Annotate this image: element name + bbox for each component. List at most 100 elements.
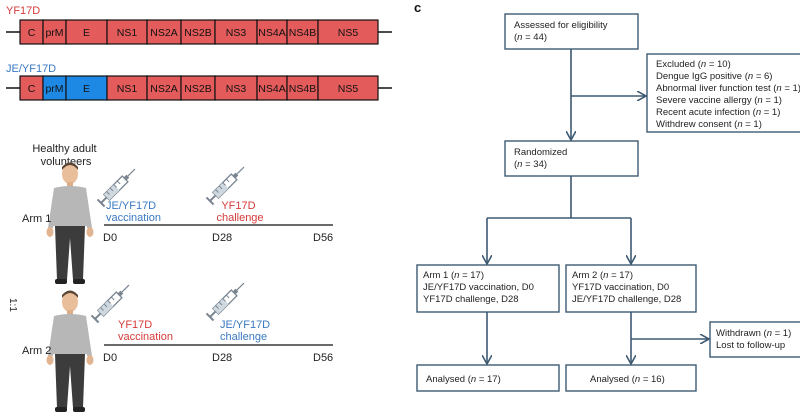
gene-segment-ns4a — [256, 75, 288, 101]
gene-segment-ns2b — [180, 19, 216, 45]
arm2-day-56: D56 — [313, 352, 333, 364]
arm1-box-text: Arm 1 (n = 17) JE/YF17D vaccination, D0 … — [423, 270, 537, 305]
je-yf17d-construct-label: JE/YF17D — [6, 63, 56, 75]
arm1-box-line-3: YF17D challenge, D28 — [423, 294, 519, 305]
gene-label-prm: prM — [45, 83, 63, 95]
gene-segment-ns2b — [180, 75, 216, 101]
gene-label-ns4a: NS4A — [258, 27, 285, 39]
arm1-title-pre: Arm 1 ( — [423, 270, 455, 281]
gene-label-ns4b: NS4B — [289, 27, 316, 39]
gene-segment-ns5 — [317, 75, 379, 101]
randomized-line-2-n: n — [517, 159, 522, 170]
ratio-label: 1:1 — [7, 298, 18, 312]
yf17d-construct-label: YF17D — [6, 5, 40, 17]
syringe-icon — [205, 162, 249, 206]
arm2-box-line-3: JE/YF17D challenge, D28 — [572, 294, 681, 305]
excluded-item: Severe vaccine allergy (n = 1) — [656, 95, 782, 106]
assessed-box — [504, 13, 639, 50]
excluded-item: Dengue IgG positive (n = 6) — [656, 71, 772, 82]
gene-segment-ns3 — [214, 19, 258, 45]
analysed-arm1-n: n — [471, 374, 476, 385]
analysed-arm2-post: = 16) — [640, 374, 665, 385]
syringe-icon — [90, 280, 134, 324]
arm2-challenge-line-1: JE/YF17D — [220, 319, 270, 331]
arm2-challenge-label: JE/YF17D challenge — [220, 319, 273, 343]
withdrawn-box — [709, 321, 800, 358]
gene-label-prm: prM — [45, 27, 63, 39]
randomized-text: Randomized (n = 34) — [514, 147, 570, 170]
randomized-line-2-pre: ( — [514, 159, 518, 170]
gene-label-ns4b: NS4B — [289, 83, 316, 95]
gene-label-ns2a: NS2A — [150, 27, 177, 39]
randomized-line-2-post: = 34) — [522, 159, 547, 170]
excluded-item: Excluded (n = 10) — [656, 59, 731, 70]
arm1-title-post: = 17) — [459, 270, 484, 281]
panel-c: c Assessed for eligibility (n = 44) Excl… — [414, 0, 800, 392]
arm2-box-text: Arm 2 (n = 17) YF17D vaccination, D0 JE/… — [572, 270, 681, 305]
assessed-text: Assessed for eligibility (n = 44) — [514, 20, 610, 43]
panel-letter-c: c — [414, 0, 421, 15]
gene-segment-ns4b — [286, 75, 319, 101]
arm2-box-line-2: YF17D vaccination, D0 — [572, 282, 669, 293]
gene-segment-ns2a — [146, 75, 182, 101]
arm1-challenge-line-1: YF17D — [221, 200, 255, 212]
gene-label-ns1: NS1 — [117, 27, 138, 39]
arm1-challenge-line-2: challenge — [216, 212, 263, 224]
excluded-box — [646, 53, 800, 133]
assessed-line-2-post: = 44) — [522, 32, 547, 43]
arm2-vaccination-line-1: YF17D — [118, 319, 152, 331]
assessed-line-2-n: n — [517, 32, 522, 43]
arm1-day-56: D56 — [313, 232, 333, 244]
arm2-title-pre: Arm 2 ( — [572, 270, 604, 281]
volunteers-label-line-2: volunteers — [41, 156, 92, 168]
arm1-box-line-2: JE/YF17D vaccination, D0 — [423, 282, 534, 293]
excluded-item: Recent acute infection (n = 1) — [656, 107, 780, 118]
arm2-title-n: n — [603, 270, 608, 281]
volunteer-figure-arm1 — [46, 162, 94, 284]
assessed-line-2-pre: ( — [514, 32, 518, 43]
arm1-box — [416, 264, 560, 313]
volunteers-label-line-1: Healthy adult — [32, 143, 96, 155]
arm1-vaccination-line-2: vaccination — [106, 212, 161, 224]
analysed-arm2-box — [565, 364, 697, 392]
gene-label-ns4a: NS4A — [258, 83, 285, 95]
arm1-title-n: n — [454, 270, 459, 281]
excluded-item: Withdrew consent (n = 1) — [656, 119, 762, 130]
gene-segment-ns1 — [106, 19, 148, 45]
gene-segment-ns3 — [214, 75, 258, 101]
gene-label-c: C — [28, 27, 36, 39]
syringe-icon — [205, 278, 249, 322]
arm1-vaccination-line-1: JE/YF17D — [106, 200, 156, 212]
excluded-list: Excluded (n = 10)Dengue IgG positive (n … — [656, 59, 800, 130]
gene-segment-ns2a — [146, 19, 182, 45]
arm1-challenge-label: YF17D challenge — [216, 200, 263, 224]
assessed-line-1: Assessed for eligibility — [514, 20, 608, 31]
randomized-line-1: Randomized — [514, 147, 567, 158]
gene-segment-ns5 — [317, 19, 379, 45]
arm1-vaccination-label: JE/YF17D vaccination — [106, 200, 161, 224]
gene-label-ns3: NS3 — [226, 27, 247, 39]
analysed-arm2-text: Analysed (n = 16) — [590, 374, 665, 385]
withdrawn-line-1-post: = 1) — [772, 328, 791, 339]
gene-label-ns5: NS5 — [338, 27, 359, 39]
gene-label-ns2b: NS2B — [184, 27, 211, 39]
analysed-arm2-n: n — [635, 374, 640, 385]
arm2-label: Arm 2 — [22, 345, 51, 357]
arm2-vaccination-label: YF17D vaccination — [118, 319, 173, 343]
excluded-item: Abnormal liver function test (n = 1) — [656, 83, 800, 94]
volunteers-label: Healthy adult volunteers — [32, 143, 99, 168]
withdrawn-text: Withdrawn (n = 1) Lost to follow-up — [716, 328, 794, 351]
gene-label-c: C — [28, 83, 36, 95]
analysed-arm1-post: = 17) — [476, 374, 501, 385]
arm2-challenge-line-2: challenge — [220, 331, 267, 343]
arm2-day-0: D0 — [103, 352, 117, 364]
gene-label-ns1: NS1 — [117, 83, 138, 95]
gene-label-ns2b: NS2B — [184, 83, 211, 95]
arm2-box — [565, 264, 697, 313]
panel-b: Healthy adult volunteers 1:1 Arm 1 Arm 2… — [7, 143, 333, 412]
analysed-arm1-box — [416, 364, 560, 392]
withdrawn-line-1-pre: Withdrawn ( — [716, 328, 768, 339]
